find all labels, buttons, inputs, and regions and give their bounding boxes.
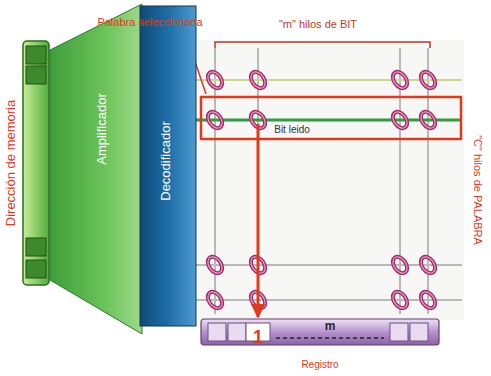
ferrite-core (205, 109, 225, 131)
decoder-label: Decodificador (159, 121, 173, 201)
core-wires (196, 48, 462, 314)
ferrite-core (418, 109, 438, 131)
decoder-block: Decodificador (140, 6, 196, 326)
read-arrow (257, 140, 260, 317)
bit-wires-label: "m" hilos de BIT (279, 18, 357, 30)
selected-word: Bit leido (200, 96, 462, 140)
ferrite-core (418, 254, 438, 276)
ferrite-core (390, 109, 410, 131)
ferrite-core (248, 69, 268, 91)
word-width: m (325, 320, 336, 333)
selected-word-label: Palabra seleccionada (97, 16, 202, 28)
ferrite-core (418, 289, 438, 311)
output-register: 1mRegistro (200, 318, 440, 356)
ferrite-core (418, 69, 438, 91)
ferrite-cores (205, 69, 438, 311)
selected-word-shape (200, 96, 462, 140)
bit-wires-bracket (215, 42, 430, 48)
word-wires-label: "C" hilos de PALABRA (472, 135, 484, 245)
address-label: Dirección de memoria (4, 100, 18, 226)
ferrite-core (205, 69, 225, 91)
register-label: Registro (301, 359, 338, 370)
read-line (257, 124, 260, 140)
bit-read-label: Bit leido (272, 124, 312, 135)
address-register: Dirección de memoria (22, 40, 50, 286)
amplifier-block: Amplificador (50, 4, 142, 334)
bit-value: 1 (253, 328, 263, 348)
ferrite-core (205, 254, 225, 276)
amplifier-block-shape (50, 4, 142, 334)
ferrite-core (205, 289, 225, 311)
amplifier-label: Amplificador (95, 93, 109, 165)
ferrite-core (390, 69, 410, 91)
output-register-shape (200, 318, 440, 356)
address-register-shape (22, 40, 50, 286)
grid-ground (198, 40, 464, 320)
ferrite-core (390, 289, 410, 311)
ferrite-core (390, 254, 410, 276)
